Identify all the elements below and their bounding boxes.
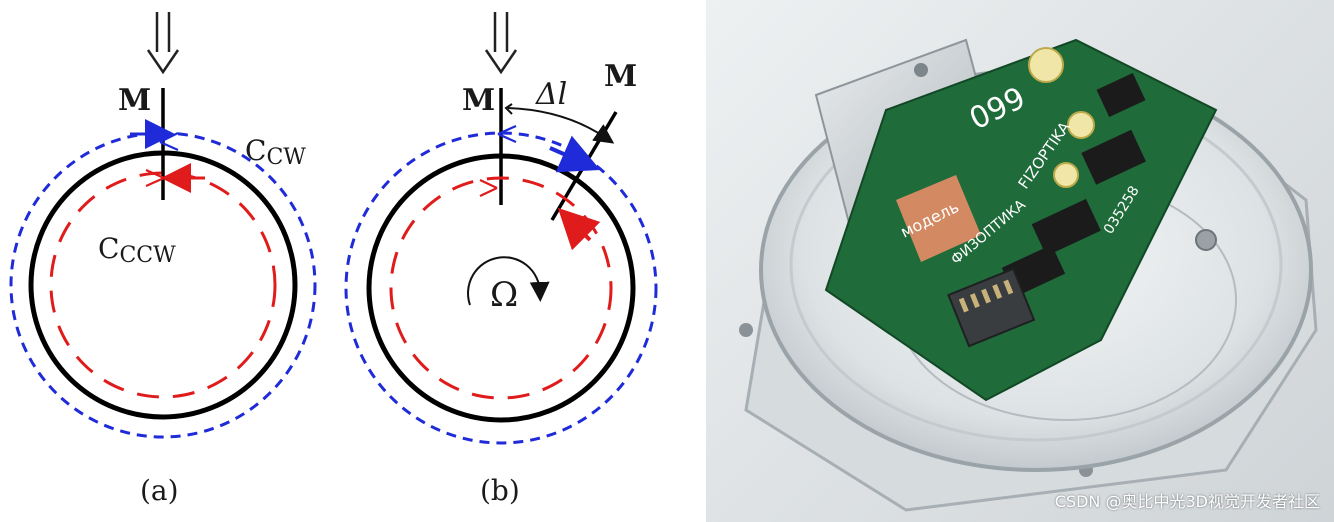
ccw-label-a: CCCW [98, 232, 176, 268]
copper-pad [896, 175, 981, 262]
cw-arrow-b [549, 135, 601, 173]
delta-l-label: Δl [535, 77, 567, 112]
chip [1031, 198, 1101, 256]
led [1028, 47, 1064, 83]
delta-l-arc [507, 107, 615, 144]
panel-b: M M Δl Ω (b) [344, 12, 658, 507]
cw-beam-b [344, 131, 658, 445]
fiber-ring-a [28, 150, 298, 420]
ccw-beam-a [49, 171, 277, 399]
rotation-arrow [467, 256, 550, 306]
mirror-label-b: M [462, 83, 495, 118]
led [1053, 162, 1079, 188]
input-arrow-a [146, 12, 180, 75]
sagnac-diagram: M CCW CCCW (a) M M Δl [9, 12, 658, 507]
moved-mirror-label-b: M [604, 59, 637, 94]
cw-label-a: CCW [245, 134, 306, 170]
circuit-board: модель 099 FIZOPTIKA ФИЗОПТИКА 035258 [824, 38, 1218, 402]
chip [1081, 129, 1146, 185]
fiber-ring-b [366, 153, 636, 423]
caption-b: (b) [480, 474, 520, 507]
mirror-label-a: M [118, 83, 151, 118]
ccw-arrow-b [557, 207, 601, 251]
led [1067, 111, 1095, 139]
moved-mirror-b [550, 111, 618, 221]
screw [1195, 229, 1217, 251]
caption-a: (a) [140, 474, 179, 507]
mount-hole [739, 323, 753, 337]
watermark: CSDN @奥比中光3D视觉开发者社区 [1054, 492, 1320, 511]
pin-connector [947, 267, 1036, 348]
input-arrow-b [484, 12, 518, 75]
panel-a: M CCW CCCW (a) [9, 12, 317, 507]
rotation-label: Ω [490, 275, 518, 315]
ccw-beam-b [389, 176, 613, 400]
chip [1096, 72, 1146, 118]
gyroscope-photo: модель 099 FIZOPTIKA ФИЗОПТИКА 035258 CS… [706, 0, 1334, 522]
